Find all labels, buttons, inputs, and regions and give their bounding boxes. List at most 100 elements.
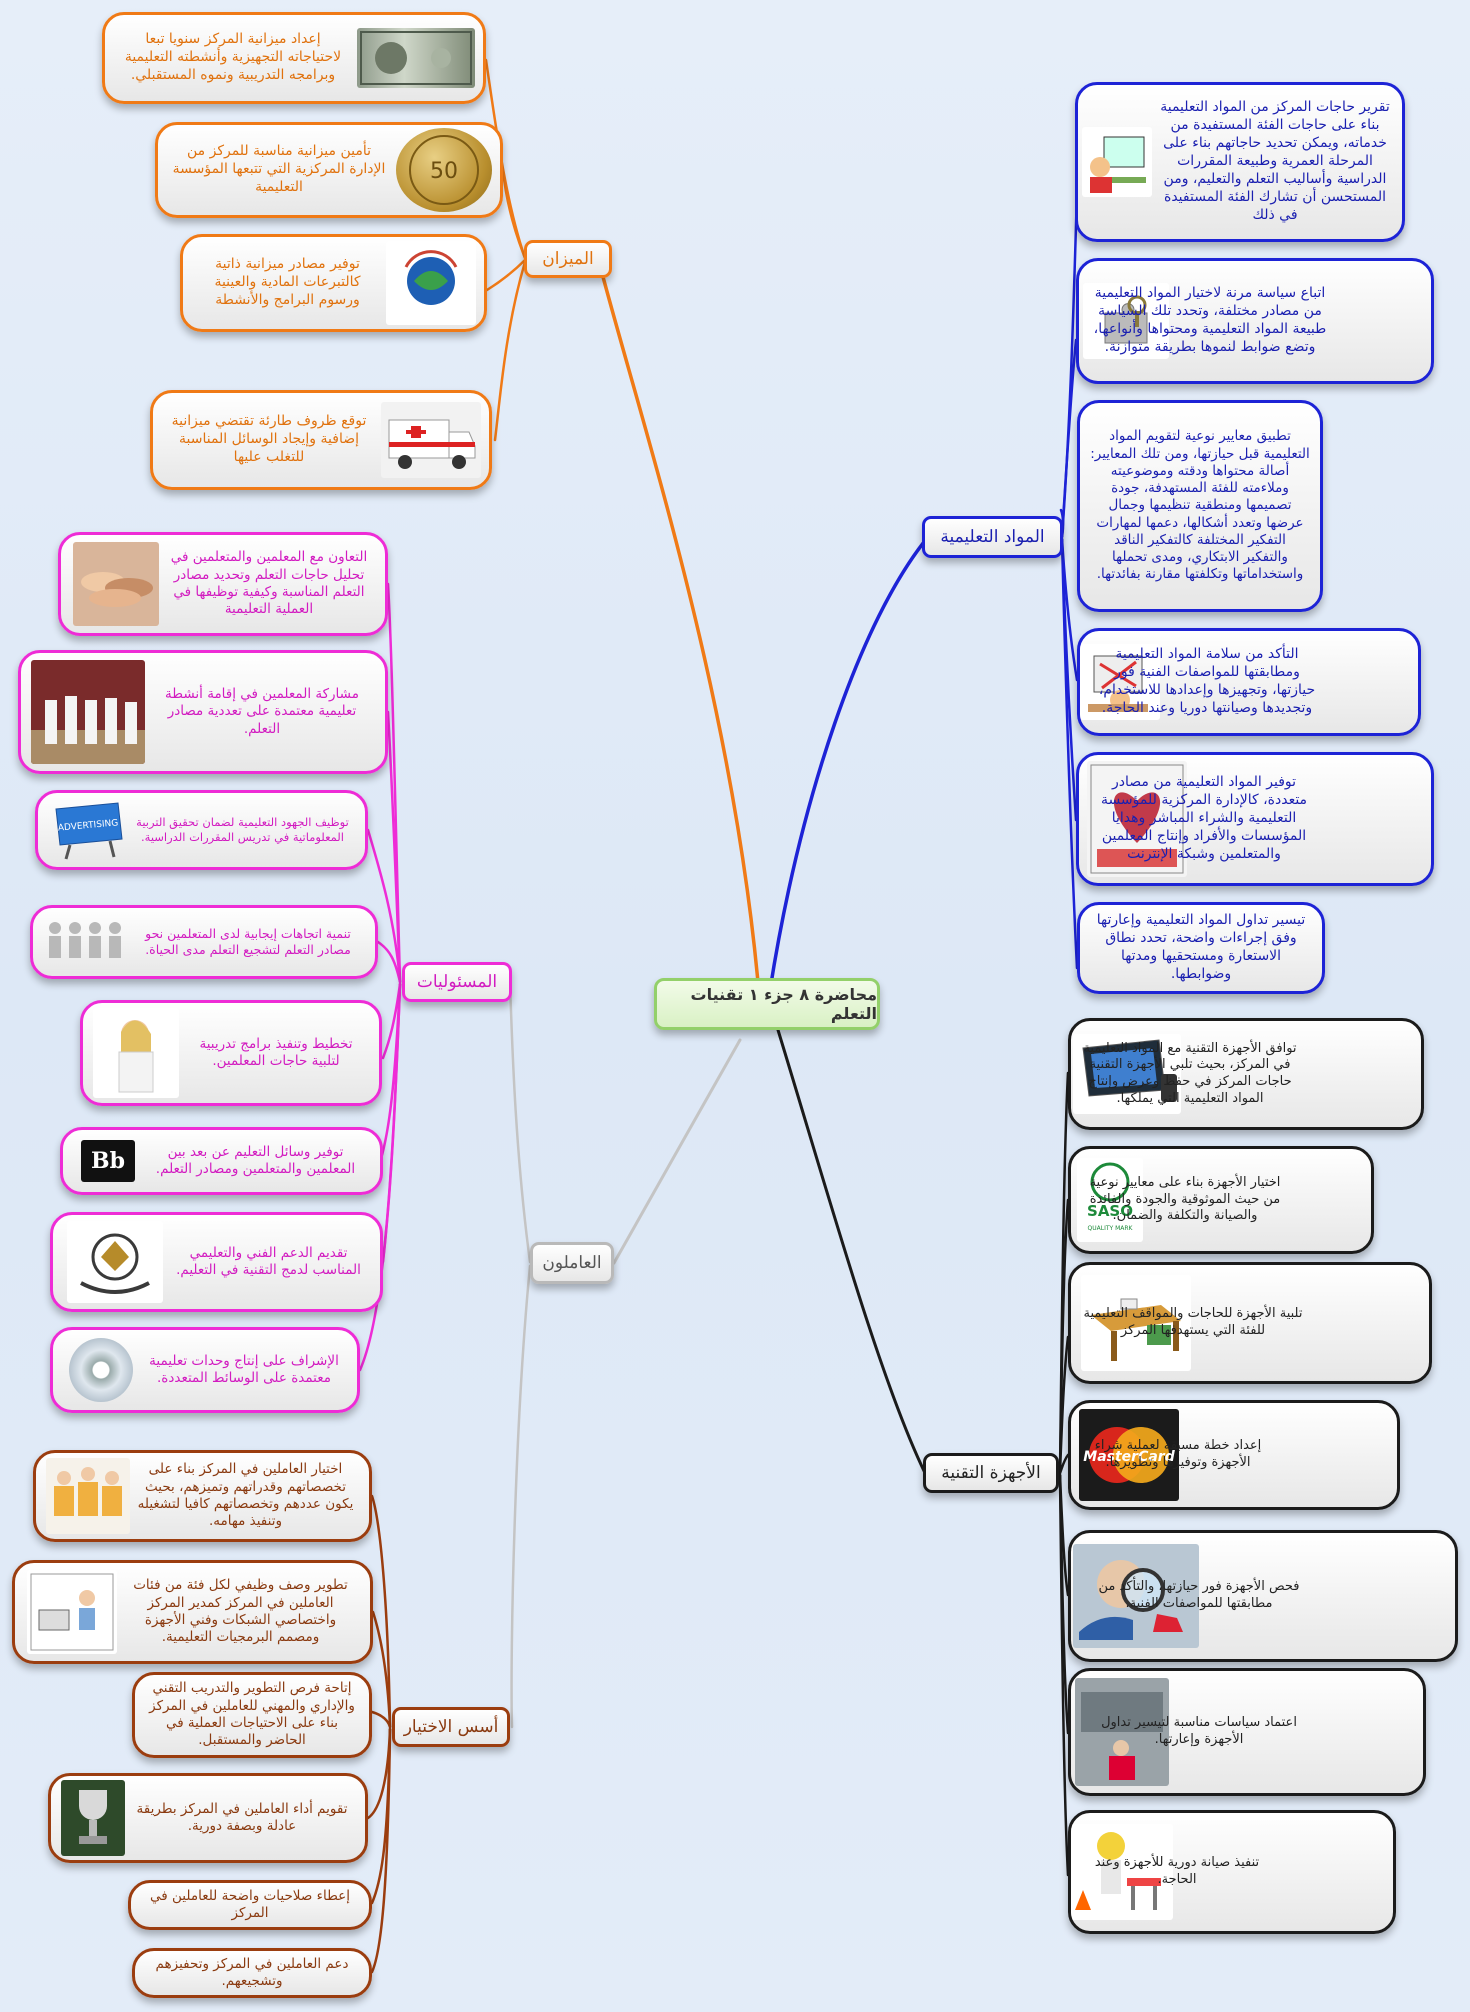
materials-leaf-5[interactable]: توفير المواد التعليمية من مصادر متعددة، … — [1076, 752, 1434, 886]
responsibilities-leaf-5-text: تخطيط وتنفيذ برامج تدريبية لتلبية حاجات … — [199, 1035, 353, 1069]
broken-computer-image — [1080, 644, 1160, 720]
responsibilities-leaf-5[interactable]: تخطيط وتنفيذ برامج تدريبية لتلبية حاجات … — [80, 1000, 382, 1106]
selection-leaf-2-text: تطوير وصف وظيفي لكل فئة من فئات العاملين… — [133, 1577, 348, 1646]
branch-selection[interactable]: أسس الاختيار — [392, 1707, 510, 1747]
materials-leaf-2[interactable]: اتباع سياسة مرنة لاختيار المواد التعليمي… — [1076, 258, 1434, 384]
branch-staff[interactable]: العاملون — [530, 1242, 614, 1284]
responsibilities-leaf-6[interactable]: Bb توفير وسائل التعليم عن بعد بين المعلم… — [60, 1127, 383, 1195]
materials-leaf-3-text: تطبيق معايير نوعية لتقويم المواد التعليم… — [1090, 428, 1310, 583]
budget-leaf-1[interactable]: إعداد ميزانية المركز سنويا تبعا لاحتياجا… — [102, 12, 486, 104]
mastercard-label: MasterCard — [1083, 1449, 1175, 1465]
selection-leaf-3[interactable]: إتاحة فرص التطوير والتدريب التقني والإدا… — [132, 1672, 372, 1758]
devices-leaf-7-text: تنفيذ صيانة دورية للأجهزة وعند الحاجة. — [1094, 1855, 1260, 1887]
materials-leaf-6-text: تيسير تداول المواد التعليمية وإعارتها وف… — [1096, 912, 1306, 982]
selection-leaf-1[interactable]: اختيار العاملين في المركز بناء على تخصصا… — [33, 1450, 372, 1542]
students-image — [31, 660, 145, 764]
responsibilities-leaf-4-text: تنمية اتجاهات إيجابية لدى المتعلمين نحو … — [145, 926, 351, 957]
magnifier-image — [1073, 1544, 1199, 1648]
blackboard-logo-image: Bb — [81, 1140, 135, 1182]
budget-leaf-2-text: تأمين ميزانية مناسبة للمركز من الإدارة ا… — [172, 143, 386, 195]
woman-image — [93, 1008, 179, 1098]
materials-leaf-4[interactable]: التأكد من سلامة المواد التعليمية ومطابقت… — [1077, 628, 1421, 736]
selection-leaf-6-text: دعم العاملين في المركز وتحفيزهم وتشجيعهم… — [155, 1955, 349, 1989]
selection-leaf-4-text: تقويم أداء العاملين في المركز بطريقة عاد… — [136, 1800, 348, 1834]
materials-leaf-6[interactable]: تيسير تداول المواد التعليمية وإعارتها وف… — [1077, 902, 1325, 994]
devices-leaf-5-text: فحص الأجهزة فور حيازتها، والتأكد من مطاب… — [1098, 1579, 1300, 1611]
workers-image — [46, 1458, 130, 1534]
computer-user-image — [1082, 127, 1152, 197]
advertising-sign-image: ADVERTISING — [48, 799, 128, 861]
branch-staff-label: العاملون — [542, 1253, 602, 1273]
responsibilities-leaf-1[interactable]: التعاون مع المعلمين والمتعلمين في تحليل … — [58, 532, 388, 636]
banknote-image — [357, 28, 475, 88]
wire-central-staff — [612, 1038, 742, 1265]
selection-leaf-6[interactable]: دعم العاملين في المركز وتحفيزهم وتشجيعهم… — [132, 1948, 372, 1998]
branch-devices-label: الأجهزة التقنية — [941, 1463, 1041, 1483]
branch-budget-label: الميزان — [542, 249, 594, 269]
branch-selection-label: أسس الاختيار — [403, 1717, 499, 1737]
materials-leaf-1-text: تقرير حاجات المركز من المواد التعليمية ب… — [1160, 99, 1390, 223]
monitor-image — [1073, 1034, 1181, 1114]
central-title: محاضرة ٨ جزء ١ تقنيات التعلم — [690, 985, 877, 1023]
branch-devices[interactable]: الأجهزة التقنية — [923, 1453, 1059, 1493]
devices-leaf-2-text: اختيار الأجهزة بناء على معايير نوعية من … — [1089, 1175, 1281, 1224]
devices-leaf-5[interactable]: فحص الأجهزة فور حيازتها، والتأكد من مطاب… — [1068, 1530, 1458, 1662]
materials-leaf-5-text: توفير المواد التعليمية من مصادر متعددة، … — [1100, 774, 1308, 862]
branch-responsibilities[interactable]: المسئوليات — [402, 962, 512, 1002]
responsibilities-leaf-4[interactable]: تنمية اتجاهات إيجابية لدى المتعلمين نحو … — [30, 905, 378, 979]
branch-materials-label: المواد التعليمية — [940, 527, 1045, 547]
budget-leaf-1-text: إعداد ميزانية المركز سنويا تبعا لاحتياجا… — [124, 31, 342, 83]
selection-leaf-5-text: إعطاء صلاحيات واضحة للعاملين في المركز — [150, 1887, 350, 1921]
devices-leaf-3[interactable]: تلبية الأجهزة للحاجات والمواقف التعليمية… — [1068, 1262, 1432, 1384]
branch-responsibilities-label: المسئوليات — [416, 972, 498, 992]
selection-leaf-3-text: إتاحة فرص التطوير والتدريب التقني والإدا… — [149, 1680, 355, 1749]
puzzle-key-image — [1083, 283, 1169, 359]
responsibilities-leaf-7[interactable]: تقديم الدعم الفني والتعليمي المناسب لدمج… — [50, 1212, 383, 1312]
responsibilities-leaf-3[interactable]: ADVERTISING توظيف الجهود التعليمية لضمان… — [35, 790, 368, 870]
responsibilities-leaf-2-text: مشاركة المعلمين في إقامة أنشطة تعليمية م… — [165, 686, 359, 737]
responsibilities-leaf-3-text: توظيف الجهود التعليمية لضمان تحقيق الترب… — [136, 815, 349, 844]
responsibilities-leaf-8[interactable]: الإشراف على إنتاج وحدات تعليمية معتمدة ع… — [50, 1327, 360, 1413]
devices-leaf-1-text: توافق الأجهزة التقنية مع المواد التعليمي… — [1083, 1040, 1297, 1106]
people-group-image — [43, 914, 129, 970]
mastercard-logo-image: MasterCard — [1079, 1409, 1179, 1501]
materials-leaf-3[interactable]: تطبيق معايير نوعية لتقويم المواد التعليم… — [1077, 400, 1323, 612]
responsibilities-leaf-2[interactable]: مشاركة المعلمين في إقامة أنشطة تعليمية م… — [18, 650, 388, 774]
devices-leaf-7[interactable]: تنفيذ صيانة دورية للأجهزة وعند الحاجة. — [1068, 1810, 1396, 1934]
branch-budget[interactable]: الميزان — [524, 240, 612, 278]
selection-leaf-2[interactable]: تطوير وصف وظيفي لكل فئة من فئات العاملين… — [12, 1560, 373, 1664]
branch-materials[interactable]: المواد التعليمية — [922, 516, 1063, 558]
gift-heart-image — [1087, 761, 1187, 877]
blackboard-logo-label: Bb — [91, 1148, 125, 1174]
wire-central-materials — [768, 535, 930, 992]
central-topic[interactable]: محاضرة ٨ جزء ١ تقنيات التعلم — [654, 978, 880, 1030]
desk-image — [1081, 1275, 1191, 1371]
emblem-image — [67, 1221, 163, 1303]
selection-leaf-5[interactable]: إعطاء صلاحيات واضحة للعاملين في المركز — [128, 1880, 372, 1930]
budget-leaf-3[interactable]: توفير مصادر ميزانية ذاتية كالتبرعات الما… — [180, 234, 487, 332]
materials-leaf-4-text: التأكد من سلامة المواد التعليمية ومطابقت… — [1098, 646, 1316, 716]
cd-disc-image — [69, 1338, 133, 1402]
devices-leaf-6[interactable]: اعتماد سياسات مناسبة لتيسير تداول الأجهز… — [1068, 1668, 1426, 1796]
materials-leaf-1[interactable]: تقرير حاجات المركز من المواد التعليمية ب… — [1075, 82, 1405, 242]
ambulance-image — [381, 402, 481, 478]
responsibilities-leaf-6-text: توفير وسائل التعليم عن بعد بين المعلمين … — [155, 1143, 356, 1177]
wire-central-devices — [776, 1028, 927, 1475]
devices-leaf-3-text: تلبية الأجهزة للحاجات والمواقف التعليمية… — [1083, 1306, 1303, 1338]
responsibilities-leaf-1-text: التعاون مع المعلمين والمتعلمين في تحليل … — [170, 549, 368, 618]
devices-leaf-4[interactable]: MasterCard إعداد خطة مسبقة لعملية شراء ا… — [1068, 1400, 1400, 1510]
relief-logo-image — [386, 241, 476, 325]
responsibilities-leaf-8-text: الإشراف على إنتاج وحدات تعليمية معتمدة ع… — [149, 1352, 339, 1386]
budget-leaf-4[interactable]: توقع ظروف طارئة تقتضي ميزانية إضافية وإي… — [150, 390, 492, 490]
hands-image — [73, 542, 159, 626]
maintenance-worker-image — [1071, 1824, 1173, 1920]
trophy-image — [61, 1780, 125, 1856]
saso-sub-label: QUALITY MARK — [1088, 1225, 1134, 1232]
selection-leaf-4[interactable]: تقويم أداء العاملين في المركز بطريقة عاد… — [48, 1773, 368, 1863]
devices-leaf-1[interactable]: توافق الأجهزة التقنية مع المواد التعليمي… — [1068, 1018, 1424, 1130]
budget-leaf-4-text: توقع ظروف طارئة تقتضي ميزانية إضافية وإي… — [171, 413, 367, 465]
coin-image: 50 — [396, 128, 492, 212]
budget-leaf-2[interactable]: 50 تأمين ميزانية مناسبة للمركز من الإدار… — [155, 122, 503, 218]
